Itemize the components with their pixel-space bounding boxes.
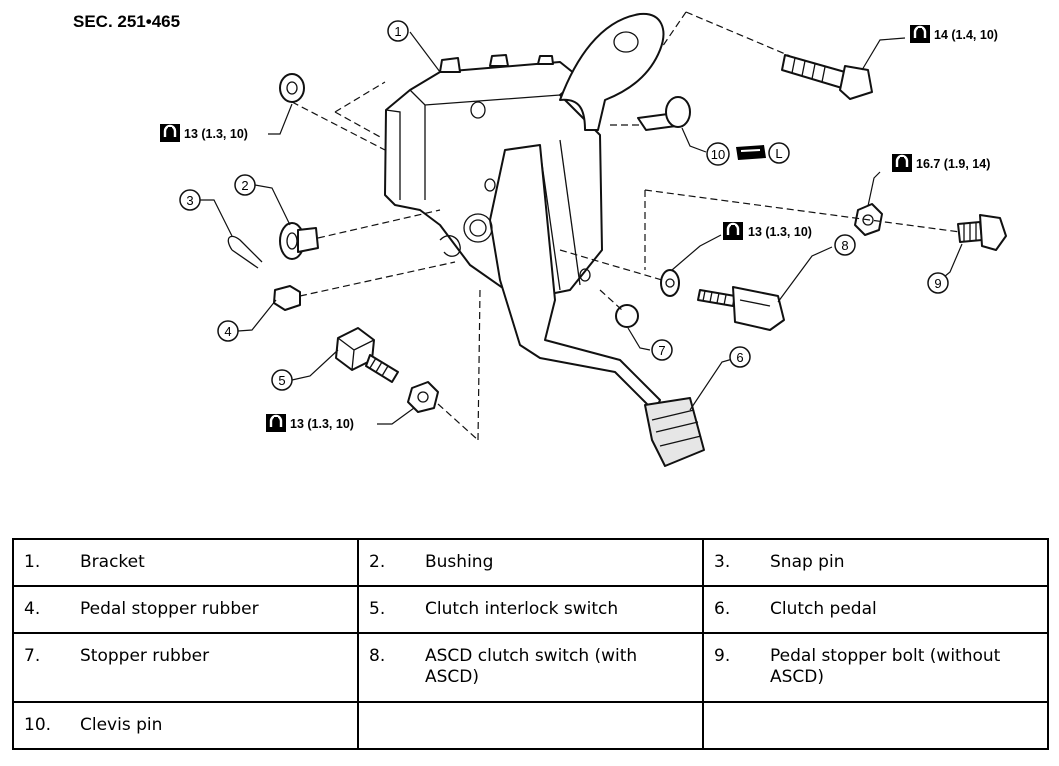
stopper-rubber — [615, 304, 639, 328]
legend-number: 2. — [369, 552, 386, 572]
parts-legend-table: 1. Bracket 2. Bushing 3. Snap pin 4. Pedal s… — [12, 538, 1049, 750]
legend-number: 9. — [714, 646, 731, 666]
legend-label: ASCD clutch switch (with ASCD) — [425, 646, 638, 687]
legend-row: 4. Pedal stopper rubber 5. Clutch interloc… — [12, 585, 1049, 634]
callout-10: 10 — [706, 142, 730, 166]
callout-7: 7 — [651, 339, 673, 361]
legend-cell: 7. Stopper rubber — [12, 632, 359, 703]
legend-cell: 3. Snap pin — [702, 538, 1049, 587]
svg-text:9: 9 — [934, 276, 941, 291]
callout-2: 2 — [234, 174, 256, 196]
svg-text:5: 5 — [278, 373, 285, 388]
ascd-clutch-switch — [660, 269, 785, 331]
top-left-washer — [279, 73, 305, 103]
pedal-stopper-bolt — [957, 214, 1007, 251]
pedal-stopper-rubber — [273, 285, 301, 311]
svg-text:13 (1.3, 10): 13 (1.3, 10) — [748, 225, 812, 239]
callout-6: 6 — [729, 346, 751, 368]
pivot-spring — [439, 213, 493, 257]
svg-text:14 (1.4, 10): 14 (1.4, 10) — [934, 28, 998, 42]
legend-cell-empty — [357, 701, 704, 750]
clutch-pedal-exploded-diagram: SEC. 251•465 — [73, 11, 1007, 467]
svg-text:7: 7 — [658, 343, 665, 358]
torque-wrench-icon — [890, 152, 914, 174]
grease-icon — [736, 145, 766, 160]
legend-cell-empty — [702, 701, 1049, 750]
clutch-pedal — [489, 144, 705, 467]
svg-text:4: 4 — [224, 324, 231, 339]
torque-wrench-icon — [264, 412, 288, 434]
svg-text:16.7 (1.9, 14): 16.7 (1.9, 14) — [916, 157, 990, 171]
legend-number: 6. — [714, 599, 731, 619]
legend-label: Clevis pin — [80, 715, 163, 735]
legend-number: 8. — [369, 646, 386, 666]
section-label: SEC. 251•465 — [73, 12, 180, 31]
svg-text:1: 1 — [394, 24, 401, 39]
svg-text:8: 8 — [841, 238, 848, 253]
legend-cell: 4. Pedal stopper rubber — [12, 585, 359, 634]
legend-row: 10. Clevis pin — [12, 701, 1049, 750]
callout-9: 9 — [927, 272, 949, 294]
legend-number: 1. — [24, 552, 41, 572]
torque-spec-bolt: 14 (1.4, 10) — [908, 23, 998, 45]
svg-text:3: 3 — [186, 193, 193, 208]
legend-number: 4. — [24, 599, 41, 619]
torque-spec-interlock-nut: 13 (1.3, 10) — [264, 412, 354, 434]
legend-label: Bracket — [80, 552, 145, 572]
svg-text:6: 6 — [736, 350, 743, 365]
legend-label: Pedal stopper rubber — [80, 599, 259, 619]
legend-cell: 1. Bracket — [12, 538, 359, 587]
callout-3: 3 — [179, 189, 201, 211]
clutch-interlock-switch — [335, 327, 399, 383]
legend-row: 1. Bracket 2. Bushing 3. Snap pin — [12, 538, 1049, 587]
svg-text:13 (1.3, 10): 13 (1.3, 10) — [184, 127, 248, 141]
legend-cell: 10. Clevis pin — [12, 701, 359, 750]
legend-label: Bushing — [425, 552, 494, 572]
top-bolt — [781, 54, 873, 100]
svg-text:L: L — [775, 146, 782, 161]
callout-8: 8 — [834, 234, 856, 256]
callout-5: 5 — [271, 369, 293, 391]
legend-number: 3. — [714, 552, 731, 572]
torque-wrench-icon — [158, 122, 182, 144]
snap-pin — [227, 235, 263, 269]
legend-number: 10. — [24, 715, 52, 735]
callout-4: 4 — [217, 320, 239, 342]
legend-cell: 2. Bushing — [357, 538, 704, 587]
legend-label: Clutch interlock switch — [425, 599, 619, 619]
legend-number: 7. — [24, 646, 41, 666]
callout-1: 1 — [387, 20, 409, 42]
torque-wrench-icon — [721, 220, 745, 242]
legend-label: Pedal stopper bolt (without ASCD) — [770, 646, 1001, 687]
legend-cell: 5. Clutch interlock switch — [357, 585, 704, 634]
legend-cell: 8. ASCD clutch switch (with ASCD) — [357, 632, 704, 703]
svg-text:10: 10 — [711, 147, 725, 162]
bushing — [279, 222, 319, 260]
legend-label: Snap pin — [770, 552, 845, 572]
torque-wrench-icon — [908, 23, 932, 45]
svg-text:13 (1.3, 10): 13 (1.3, 10) — [290, 417, 354, 431]
legend-label: Clutch pedal — [770, 599, 877, 619]
interlock-nut — [407, 381, 439, 413]
legend-cell: 9. Pedal stopper bolt (without ASCD) — [702, 632, 1049, 703]
svg-text:2: 2 — [241, 178, 248, 193]
clevis-pin — [637, 96, 691, 131]
torque-spec-top-left: 13 (1.3, 10) — [158, 122, 248, 144]
legend-number: 5. — [369, 599, 386, 619]
legend-row: 7. Stopper rubber 8. ASCD clutch switch (w… — [12, 632, 1049, 703]
torque-spec-stopper-nut: 16.7 (1.9, 14) — [890, 152, 990, 174]
legend-label: Stopper rubber — [80, 646, 210, 666]
torque-spec-ascd-nut: 13 (1.3, 10) — [721, 220, 812, 242]
legend-cell: 6. Clutch pedal — [702, 585, 1049, 634]
callout-L: L — [768, 142, 790, 164]
